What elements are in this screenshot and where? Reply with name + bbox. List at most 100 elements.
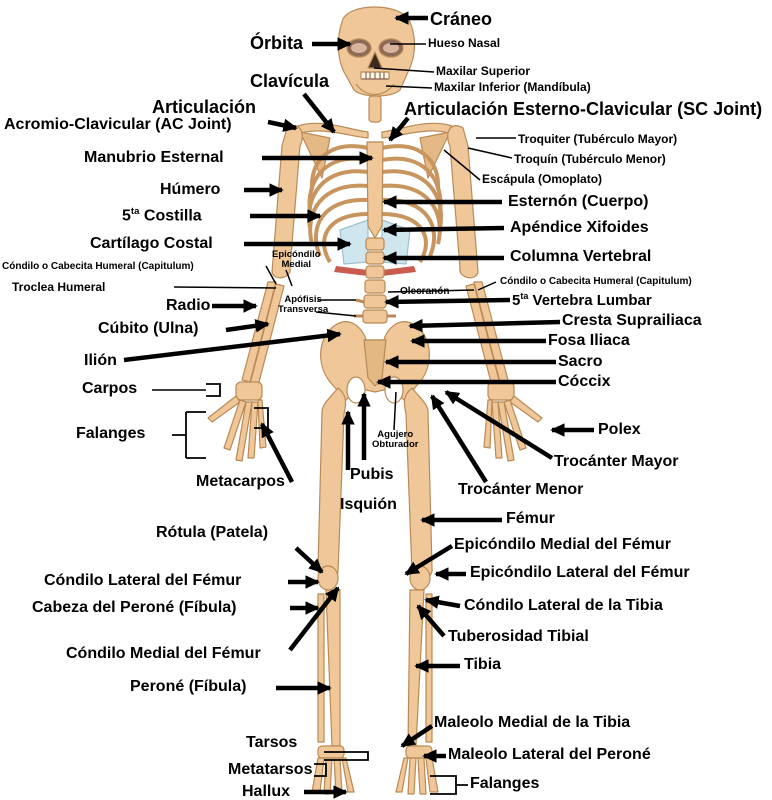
label-metacarpos: Metacarpos xyxy=(196,473,285,490)
label-isquion: Isquión xyxy=(340,496,397,513)
label-condilo-der: Cóndilo o Cabecita Humeral (Capitulum) xyxy=(500,276,692,287)
agujero-line1: Agujero xyxy=(377,429,414,440)
arrow-acromio xyxy=(267,118,298,132)
label-trocanter-menor: Trocánter Menor xyxy=(458,481,584,498)
label-ilion: Ilión xyxy=(84,352,117,369)
label-epicondilo-medial-femur: Epicóndilo Medial del Fémur xyxy=(454,536,671,553)
label-trocanter-mayor: Trocánter Mayor xyxy=(554,453,679,470)
label-manubrio: Manubrio Esternal xyxy=(84,149,224,166)
label-polex: Polex xyxy=(598,421,641,438)
label-clavicula: Clavícula xyxy=(250,71,330,91)
label-craneo: Cráneo xyxy=(430,9,493,29)
costilla-sup: ta xyxy=(130,206,140,217)
arrow-cresta xyxy=(408,318,561,333)
falanges-mano-bracket xyxy=(172,411,206,459)
label-metatarsos: Metatarsos xyxy=(228,761,313,778)
label-fosa: Fosa Iliaca xyxy=(548,332,630,349)
left-hand xyxy=(207,381,267,462)
label-costilla: 5ta Costilla xyxy=(122,207,202,224)
label-tuberosidad: Tuberosidad Tibial xyxy=(448,628,589,645)
label-cubito: Cúbito (Ulna) xyxy=(98,320,199,337)
label-cabeza-perone: Cabeza del Peroné (Fíbula) xyxy=(32,599,237,616)
label-cresta: Cresta Suprailiaca xyxy=(562,312,702,329)
arrow-epicondilo-medial-femur xyxy=(404,544,454,576)
metatarsos-bracket xyxy=(314,763,327,777)
label-hallux: Hallux xyxy=(242,783,291,800)
label-esterno-clavicular: Articulación Esterno-Clavicular (SC Join… xyxy=(404,99,763,119)
label-epicondilo-lateral-femur: Epicóndilo Lateral del Fémur xyxy=(470,564,690,581)
label-pubis: Pubis xyxy=(350,466,394,483)
falanges-pie-bracket xyxy=(430,775,468,795)
epicondilo-medial-line2: Medial xyxy=(281,258,312,270)
arrow-cubito xyxy=(225,319,270,333)
vertebra-sup: ta xyxy=(520,291,529,301)
skeleton xyxy=(207,6,543,795)
arrow-maleolo-medial xyxy=(400,724,434,748)
label-falanges-mano: Falanges xyxy=(76,425,146,442)
spine xyxy=(354,237,396,324)
vertebra-text: Vertebra Lumbar xyxy=(532,292,652,309)
agujero-line2: Obturador xyxy=(372,438,419,450)
arrow-xifoides xyxy=(382,223,505,237)
label-hueso-nasal: Hueso Nasal xyxy=(428,36,501,50)
label-troquiter: Troquiter (Tubérculo Mayor) xyxy=(518,132,678,146)
label-articulacion: Articulación xyxy=(152,97,257,117)
label-columna: Columna Vertebral xyxy=(510,248,652,265)
label-condilo-izq: Cóndilo o Cabecita Humeral (Capitulum) xyxy=(2,261,194,272)
label-escapula: Escápula (Omoplato) xyxy=(482,172,603,186)
label-carpos: Carpos xyxy=(82,380,138,397)
label-femur: Fémur xyxy=(506,510,555,527)
label-tibia: Tibia xyxy=(464,656,502,673)
label-orbita: Órbita xyxy=(250,33,304,53)
label-humero: Húmero xyxy=(160,181,221,198)
label-troclea: Troclea Humeral xyxy=(12,280,106,294)
label-falanges-pie: Falanges xyxy=(470,775,540,792)
leader-lines xyxy=(152,43,516,431)
arrow-metacarpos xyxy=(260,422,294,484)
arrows xyxy=(123,11,594,799)
ribcage xyxy=(307,144,443,264)
label-troquin: Troquín (Tubérculo Menor) xyxy=(514,152,666,166)
label-acromio: Acromio-Clavicular (AC Joint) xyxy=(4,116,232,133)
label-maxilar-superior: Maxilar Superior xyxy=(436,64,531,78)
label-condilo-lateral-femur: Cóndilo Lateral del Fémur xyxy=(44,572,242,589)
costilla-num: 5 xyxy=(122,207,131,225)
apofisis-line1: Apófisis xyxy=(284,294,322,305)
right-hand xyxy=(483,381,543,462)
label-condilo-lateral-tibia: Cóndilo Lateral de la Tibia xyxy=(464,597,663,614)
brackets xyxy=(172,383,468,795)
carpos-bracket xyxy=(206,383,221,397)
arrow-ilion xyxy=(123,328,342,363)
apofisis-line2: Transversa xyxy=(278,303,329,315)
costilla-text: Costilla xyxy=(143,207,202,225)
arrow-condilo-lateral-tibia xyxy=(424,595,461,609)
arrow-esterno-clavicular xyxy=(388,116,410,142)
arrow-trocanter-mayor xyxy=(444,390,554,460)
label-sacro: Sacro xyxy=(558,353,603,370)
arrow-rotula xyxy=(294,546,324,574)
arrow-trocanter-menor xyxy=(430,394,488,484)
label-perone: Peroné (Fíbula) xyxy=(130,678,247,695)
label-xifoides: Apéndice Xifoides xyxy=(510,219,649,236)
label-maleolo-lateral: Maleolo Lateral del Peroné xyxy=(448,746,651,763)
epicondilo-medial-line1: Epicóndilo xyxy=(272,249,321,260)
arrow-tuberosidad xyxy=(416,604,446,638)
label-maleolo-medial: Maleolo Medial de la Tibia xyxy=(434,714,631,731)
arrow-vertebra xyxy=(384,295,511,309)
label-radio: Radio xyxy=(166,297,211,314)
label-rotula: Rótula (Patela) xyxy=(156,524,269,541)
label-maxilar-inferior: Maxilar Inferior (Mandíbula) xyxy=(434,80,591,94)
label-tarsos: Tarsos xyxy=(246,734,298,751)
label-olecranon: Olecranón xyxy=(400,286,450,297)
metacarpos-bracket xyxy=(254,407,269,429)
left-foot xyxy=(311,745,355,795)
label-condilo-medial-femur: Cóndilo Medial del Fémur xyxy=(66,645,261,662)
label-coccix: Cóccix xyxy=(558,373,611,390)
tarsos-bracket xyxy=(324,751,369,761)
arrow-clavicula xyxy=(302,92,336,134)
label-vertebra: 5ta Vertebra Lumbar xyxy=(512,291,652,309)
